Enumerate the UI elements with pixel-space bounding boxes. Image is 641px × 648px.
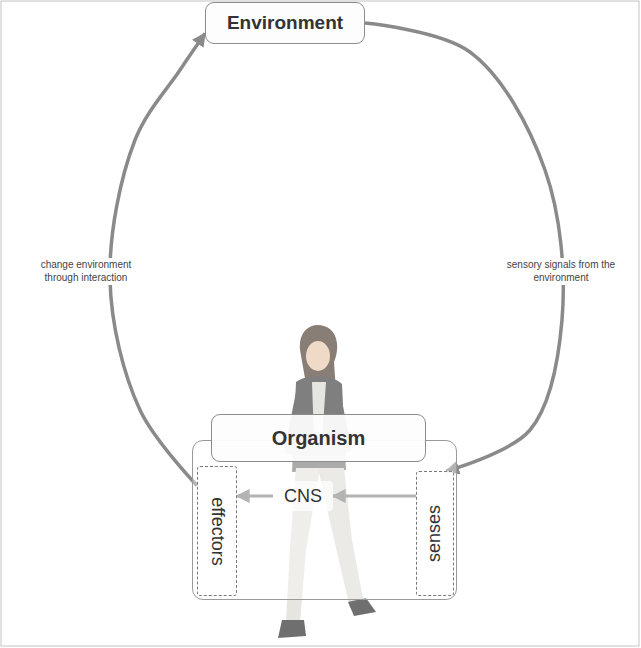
node-label: Environment: [227, 12, 343, 34]
environment-box: Environment: [205, 2, 365, 44]
node-label: CNS: [284, 486, 322, 507]
shoe: [348, 598, 376, 616]
organism-heading-box: Organism: [211, 414, 426, 462]
feedback-arc: [365, 23, 563, 471]
edge-label: sensory signals from the environment: [502, 258, 620, 285]
node-label: senses: [425, 505, 446, 562]
shoe: [278, 620, 306, 638]
effectors-band: effectors: [197, 466, 237, 596]
organism-region: OrganismeffectorsCNSsenses: [192, 440, 457, 600]
node-label: effectors: [207, 497, 228, 566]
senses-band: senses: [416, 471, 454, 596]
edge-label: change environment through interaction: [24, 258, 148, 285]
face: [306, 341, 330, 371]
cns-label-node: CNS: [273, 481, 333, 511]
